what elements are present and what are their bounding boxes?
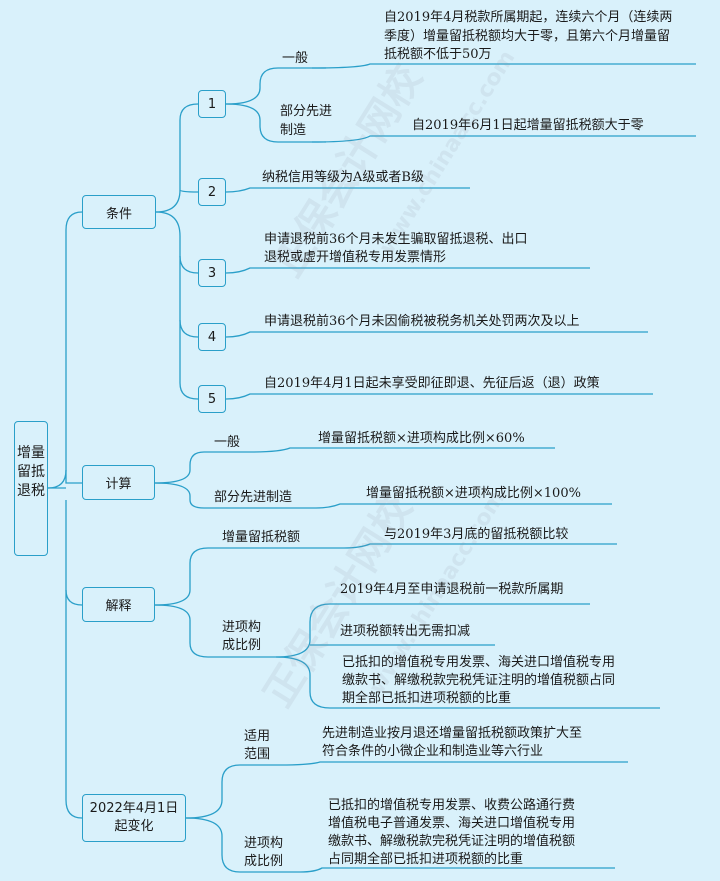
explain-ratio-period: 2019年4月至申请退税前一税款所属期 <box>340 582 564 597</box>
explain-ratio-def-2: 缴款书、解缴税款完税凭证注明的增值税额占同 <box>342 673 616 688</box>
node-change-2022-line2: 起变化 <box>114 819 154 834</box>
change-ratio-text-3: 缴款书、解缴税款完税凭证注明的增值税额 <box>328 834 576 849</box>
node-conditions-label: 条件 <box>105 206 132 222</box>
number-label: 5 <box>207 391 217 407</box>
condition-number-4: 4 <box>198 323 226 351</box>
c2-text: 纳税信用等级为A级或者B级 <box>262 170 424 185</box>
c1-advanced-text: 自2019年6月1日起增量留抵税额大于零 <box>412 118 644 133</box>
explain-ratio-label-2: 成比例 <box>222 638 262 653</box>
change-scope-text-1: 先进制造业按月退还增量留抵税额政策扩大至 <box>322 726 583 741</box>
node-explain: 解释 <box>82 587 155 622</box>
number-label: 1 <box>207 96 217 112</box>
c3-text-1: 申请退税前36个月未发生骗取留抵退税、出口 <box>264 232 528 247</box>
calc-advanced-formula: 增量留抵税额×进项构成比例×100% <box>366 486 581 501</box>
change-scope-text-2: 符合条件的小微企业和制造业等六行业 <box>322 744 544 759</box>
calc-general-label: 一般 <box>214 435 241 450</box>
change-ratio-label-2: 成比例 <box>244 854 284 869</box>
c4-text: 申请退税前36个月未因偷税被税务机关处罚两次及以上 <box>264 314 580 329</box>
change-ratio-label-1: 进项构 <box>244 836 284 851</box>
condition-number-5: 5 <box>198 385 226 413</box>
c1-general-text-1: 自2019年4月税款所属期起，连续六个月（连续两 <box>384 10 673 25</box>
number-label: 3 <box>207 265 217 281</box>
explain-ratio-def-1: 已抵扣的增值税专用发票、海关进口增值税专用 <box>342 655 616 670</box>
c1-advanced-label-1: 部分先进 <box>280 104 333 119</box>
c1-general-text-2: 季度）增量留抵税额均大于零，且第六个月增量留 <box>384 29 671 44</box>
number-label: 4 <box>207 329 217 345</box>
node-explain-label: 解释 <box>105 599 132 614</box>
change-ratio-text-2: 增值税电子普通发票、海关进口增值税专用 <box>328 816 576 831</box>
node-calc-label: 计算 <box>105 477 132 492</box>
condition-number-1: 1 <box>198 90 226 118</box>
c3-text-2: 退税或虚开增值税专用发票情形 <box>264 250 447 265</box>
condition-number-2: 2 <box>198 178 226 206</box>
c1-general-text-3: 抵税额不低于50万 <box>384 47 492 62</box>
node-change-2022: 2022年4月1日 起变化 <box>82 794 186 842</box>
change-ratio-text-4: 占同期全部已抵扣进项税额的比重 <box>328 852 524 867</box>
explain-increment-text: 与2019年3月底的留抵税额比较 <box>384 527 569 542</box>
explain-ratio-def-3: 期全部已抵扣进项税额的比重 <box>342 691 512 706</box>
change-scope-label-2: 范围 <box>244 747 271 762</box>
change-scope-label-1: 适用 <box>244 729 271 744</box>
c1-advanced-label-2: 制造 <box>280 123 307 138</box>
node-calc: 计算 <box>82 465 155 500</box>
node-conditions: 条件 <box>82 195 156 229</box>
number-label: 2 <box>207 184 217 200</box>
c1-general-label: 一般 <box>282 51 309 66</box>
change-ratio-text-1: 已抵扣的增值税专用发票、收费公路通行费 <box>328 798 576 813</box>
calc-advanced-label: 部分先进制造 <box>214 490 293 505</box>
explain-ratio-transfer: 进项税额转出无需扣减 <box>340 624 471 639</box>
root-node: 增量 留抵 退税 <box>14 421 48 556</box>
explain-ratio-label-1: 进项构 <box>222 620 262 635</box>
calc-general-formula: 增量留抵税额×进项构成比例×60% <box>318 431 525 446</box>
node-change-2022-line1: 2022年4月1日 <box>89 801 179 816</box>
explain-increment-label: 增量留抵税额 <box>222 530 301 545</box>
condition-number-3: 3 <box>198 259 226 287</box>
c5-text: 自2019年4月1日起未享受即征即退、先征后返（退）政策 <box>264 376 600 391</box>
